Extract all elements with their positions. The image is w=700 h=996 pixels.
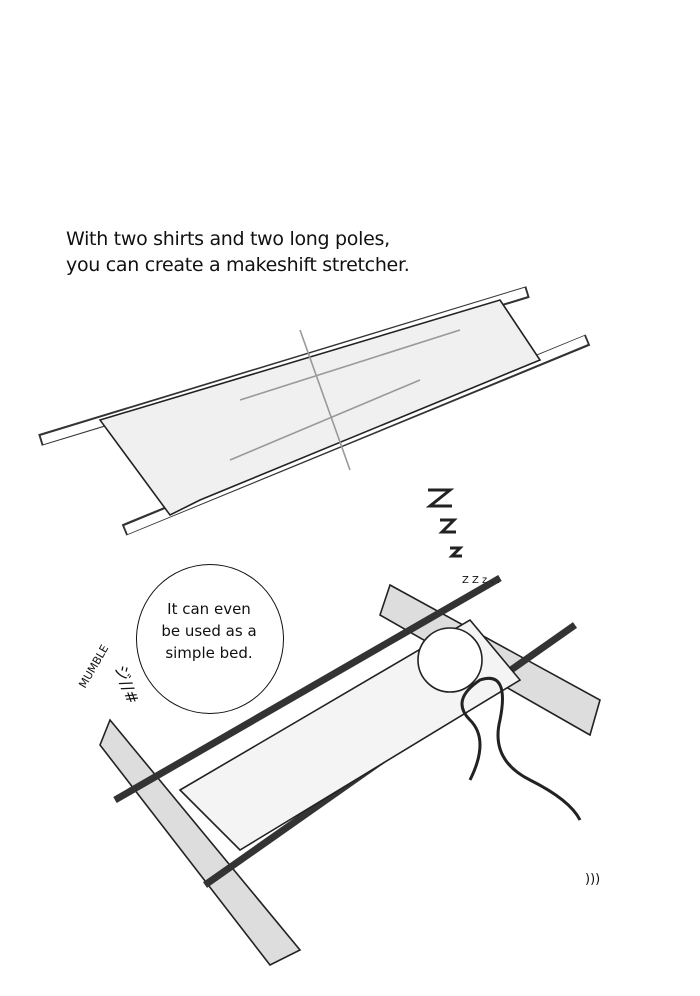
sleep-sfx: Z Z z . . [462, 575, 501, 586]
speech-bubble [136, 564, 284, 714]
snake-sfx: ))) [585, 872, 601, 887]
bubble-line-3: simple bed. [165, 644, 253, 662]
caption: With two shirts and two long poles, you … [66, 226, 410, 278]
bubble-line-1: It can even [167, 600, 251, 618]
bubble-line-2: be used as a [161, 622, 257, 640]
stretcher-illustration [38, 286, 591, 536]
caption-line-2: you can create a makeshift stretcher. [66, 254, 410, 276]
speech-bubble-text: It can even be used as a simple bed. [150, 598, 268, 664]
bed-illustration [99, 574, 601, 967]
sleep-z-marks [425, 488, 464, 558]
caption-line-1: With two shirts and two long poles, [66, 228, 390, 250]
